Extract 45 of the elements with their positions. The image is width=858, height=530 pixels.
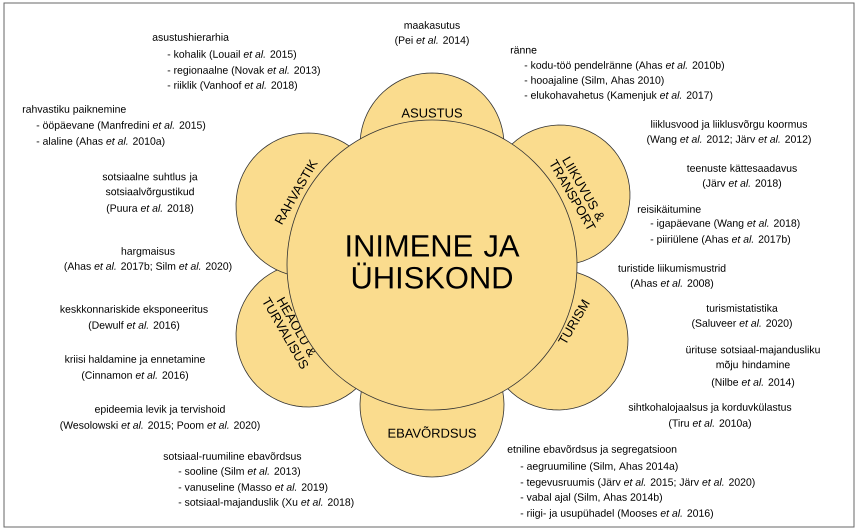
citation-text: (Cinnamon et al. 2016) <box>82 371 188 381</box>
citation-text: (Tiru et al. 2010a) <box>669 419 751 429</box>
topic-text: kriisi haldamine ja ennetamine <box>65 355 205 365</box>
topic-text: hargmaisus <box>122 247 175 257</box>
node-label: EBAVÕRDSUS <box>388 426 476 438</box>
list-item: - aegruumiline (Silm, Ahas 2014a) <box>520 462 678 472</box>
list-item: - riigi- ja usupühadel (Mooses et al. 2016) <box>520 509 713 519</box>
list-item: - ööpäevane (Manfredini et al. 2015) <box>36 121 206 131</box>
topic-text: sotsiaal-ruumiline ebavõrdsus <box>164 452 302 460</box>
list-item: - riiklik (Vanhoof et al. 2018) <box>168 81 297 91</box>
topic-text: epideemia levik ja tervishoid <box>95 405 225 415</box>
list-item: - piiriülene (Ahas et al. 2017b) <box>650 235 790 245</box>
list-item: - regionaalne (Novak et al. 2013) <box>168 66 320 76</box>
list-item: - vabal ajal (Silm, Ahas 2014b) <box>520 493 662 503</box>
citation-text: (Ahas et al. 2008) <box>630 279 714 289</box>
citation-text: (Puura et al. 2018) <box>106 204 194 214</box>
topic-text: rahvastiku paiknemine <box>22 105 126 115</box>
list-item: - sotsiaal-majanduslik (Xu et al. 2018) <box>178 498 354 508</box>
list-item: - kodu-töö pendelränne (Ahas et al. 2010b) <box>524 61 724 71</box>
list-item: - alaline (Ahas et al. 2010a) <box>36 137 164 147</box>
topic-text: ränne <box>510 46 536 54</box>
topic-text: liiklusvood ja liiklusvõrgu koormus <box>651 120 808 130</box>
citation-text: (Saluveer et al. 2020) <box>692 319 792 329</box>
list-item: - kohalik (Louail et al. 2015) <box>168 50 296 60</box>
citation-text: (Järv et al. 2018) <box>702 179 782 189</box>
citation-text: (Dewulf et al. 2016) <box>88 321 180 331</box>
citation-text: (Nilbe et al. 2014) <box>712 378 794 388</box>
topic-text: sihtkohalojaalsus ja korduvkülastus <box>628 403 792 413</box>
citation-text: (Ahas et al. 2017b; Silm et al. 2020) <box>64 262 232 272</box>
list-item: - hooajaline (Silm, Ahas 2010) <box>524 76 664 86</box>
list-item: - vanuseline (Masso et al. 2019) <box>178 483 328 493</box>
topic-text: keskkonnariskide eksponeeritus <box>60 305 208 315</box>
list-item: - sooline (Silm et al. 2013) <box>178 467 300 477</box>
list-item: - elukohavahetus (Kamenjuk et al. 2017) <box>524 91 712 101</box>
list-item: - tegevusruumis (Järv et al. 2015; Järv et al. 2020) <box>520 478 755 488</box>
topic-text: turismistatistika <box>706 304 778 312</box>
node-label: ASUSTUS <box>401 108 462 118</box>
topic-text: maakasutus <box>404 21 460 29</box>
topic-text: teenuste kättesaadavus <box>686 164 797 172</box>
list-item: - igapäevane (Wang et al. 2018) <box>650 219 800 229</box>
topic-text: asustushierarhia <box>152 33 229 41</box>
citation-text: (Wang et al. 2012; Järv et al. 2012) <box>647 135 811 145</box>
topic-text: turistide liikumismustrid <box>618 264 726 272</box>
citation-text: (Wesolowski et al. 2015; Poom et al. 2020) <box>60 421 260 431</box>
citation-text: (Pei et al. 2014) <box>395 36 469 46</box>
